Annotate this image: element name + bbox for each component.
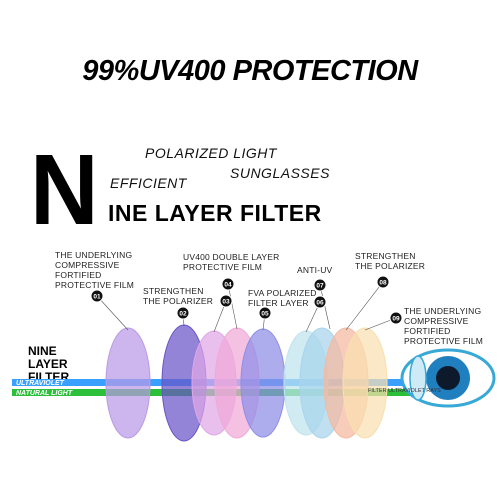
label-line: UV400 DOUBLE LAYER: [183, 252, 280, 262]
layer-label-02: STRENGTHEN THE POLARIZER: [143, 286, 213, 306]
number-badge: [176, 306, 190, 320]
number-badge: [221, 277, 235, 291]
layer-label-03: UV400 DOUBLE LAYER PROTECTIVE FILM: [183, 252, 280, 272]
label-line: ANTI-UV: [297, 265, 333, 275]
number-badge-text: 07: [316, 282, 324, 289]
label-line: STRENGTHEN: [355, 251, 416, 261]
label-line: THE UNDERLYING: [404, 306, 482, 316]
leader-line: [227, 283, 238, 330]
ultraviolet-band-label: ULTRAVIOLET: [16, 380, 65, 387]
leader-lines: [96, 281, 397, 333]
label-line: FVA POLARIZED: [248, 288, 317, 298]
number-badge-text: 09: [392, 315, 400, 322]
number-badge: [389, 311, 403, 325]
number-badge: [313, 278, 327, 292]
layer-label-08: STRENGTHEN THE POLARIZER: [355, 251, 425, 271]
number-badge-text: 06: [316, 299, 324, 306]
leader-line: [345, 281, 384, 331]
number-badge: [219, 294, 233, 308]
label-line: FILTER LAYER: [248, 298, 309, 308]
leader-line: [319, 284, 331, 330]
side-label-line: NINE: [28, 344, 57, 358]
label-line: PROTECTIVE FILM: [55, 280, 135, 290]
natural-light-band-label: NATURAL LIGHT: [16, 390, 73, 397]
label-line: COMPRESSIVE: [404, 316, 469, 326]
number-badge: [90, 289, 104, 303]
number-badge-text: 03: [222, 298, 230, 305]
layer-label-09: THE UNDERLYING COMPRESSIVE FORTIFIED PRO…: [404, 306, 483, 346]
label-line: THE POLARIZER: [355, 261, 426, 271]
leader-line: [96, 295, 129, 331]
lens-layer-09: [342, 327, 388, 439]
label-line: STRENGTHEN: [143, 286, 204, 296]
number-badge-text: 05: [261, 310, 269, 317]
side-label-line: LAYER: [28, 357, 68, 371]
lens-stack: [105, 324, 388, 442]
number-badge-text: 08: [379, 279, 387, 286]
number-badge: [258, 306, 272, 320]
layer-label-07: ANTI-UV: [297, 265, 332, 275]
number-badge: [376, 275, 390, 289]
number-badges: 01 02 03 04 05 06 07 08 09: [90, 275, 403, 325]
lens-layer-05: [240, 328, 286, 438]
number-badge: [313, 295, 327, 309]
brand-polarized-light: POLARIZED LIGHT: [145, 145, 277, 161]
number-badge-text: 02: [179, 310, 187, 317]
layer-label-01: THE UNDERLYING COMPRESSIVE FORTIFIED PRO…: [55, 250, 134, 290]
label-line: FORTIFIED: [404, 326, 451, 336]
filter-rays-label: FILTER ULTRAVIOLET RAYS: [368, 388, 441, 394]
lens-layer-01: [105, 327, 151, 439]
number-badge-text: 01: [93, 293, 101, 300]
label-line: PROTECTIVE FILM: [183, 262, 263, 272]
layer-label-05: FVA POLARIZED FILTER LAYER: [248, 288, 317, 308]
headline: 99%UV400 PROTECTION: [82, 55, 418, 87]
label-line: THE POLARIZER: [143, 296, 214, 306]
eye-icon: [400, 348, 496, 408]
brand-efficient: EFFICIENT: [110, 175, 187, 191]
brand-nine-layer-filter: INE LAYER FILTER: [108, 200, 322, 226]
label-line: PROTECTIVE FILM: [404, 336, 484, 346]
brand-big-letter: N: [30, 134, 99, 246]
label-line: COMPRESSIVE: [55, 260, 120, 270]
label-line: THE UNDERLYING: [55, 250, 133, 260]
number-badge-text: 04: [224, 281, 232, 288]
brand-sunglasses: SUNGLASSES: [230, 165, 330, 181]
label-line: FORTIFIED: [55, 270, 102, 280]
